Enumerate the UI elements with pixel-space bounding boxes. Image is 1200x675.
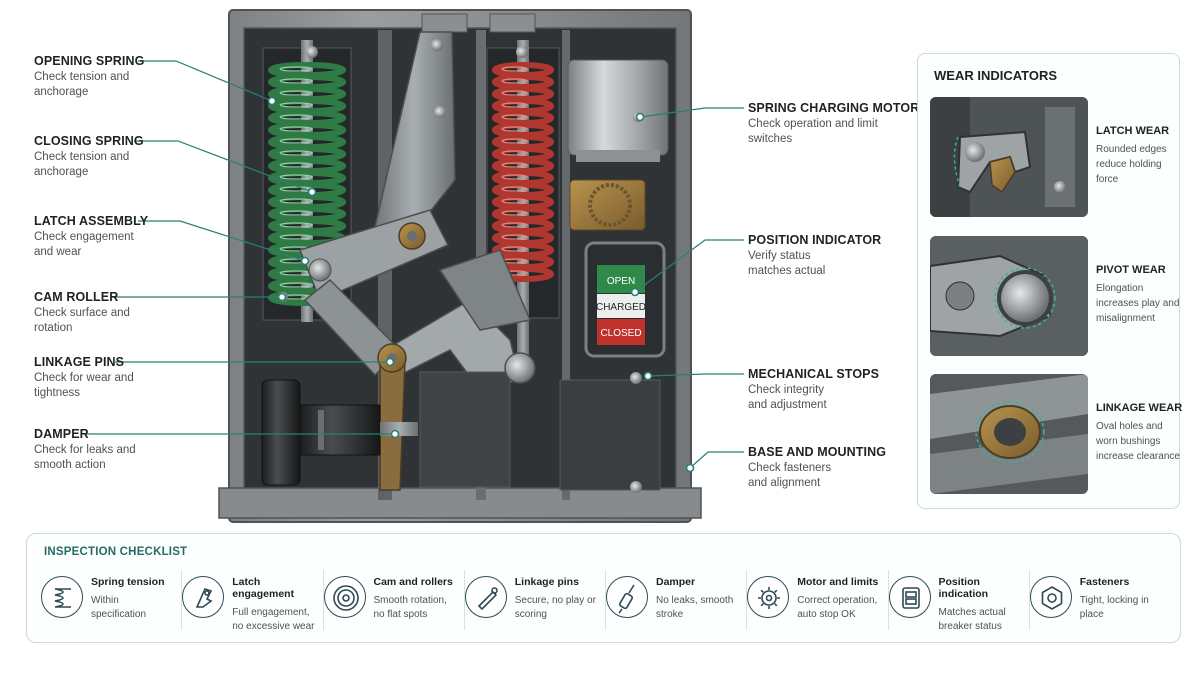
latch-icon [182,576,225,618]
checklist-item-linkage-pins: Linkage pins Secure, no play or scoring [464,570,606,630]
callout-damper: DAMPER Check for leaks and smooth action [34,427,209,473]
checklist-item-title: Fasteners [1079,576,1130,588]
callout-title: DAMPER [34,427,89,441]
checklist-item-detail: Secure, no play or scoring [514,595,596,620]
callout-opening-spring: OPENING SPRING Check tension and anchora… [34,54,209,100]
mechanism-illustration: OPEN CHARGED CLOSED [86,9,744,523]
callout-detail: Check operation and limit switches [748,118,878,145]
checklist-item-title: Linkage pins [514,576,579,588]
checklist-item-detail: Smooth rotation, no flat spots [373,595,447,620]
inspection-checklist: INSPECTION CHECKLIST Spring tension With… [26,533,1181,643]
callout-title: CAM ROLLER [34,290,119,304]
callout-mechanical-stops: MECHANICAL STOPS Check integrity and adj… [748,367,923,413]
linkage-assembly [299,31,661,491]
callout-detail: Check fasteners and alignment [748,462,832,489]
damper-icon [606,576,648,618]
linkage-wear-photo [930,374,1088,494]
leader-lines [86,60,744,469]
checklist-item-detail: Correct operation, auto stop OK [797,595,878,620]
checklist-item-detail: Within specification [91,595,147,620]
wear-item-latch: LATCH WEAR Rounded edges reduce holding … [930,97,1175,217]
callout-closing-spring: CLOSING SPRING Check tension and anchora… [34,134,209,180]
checklist-item-detail: Tight, locking in place [1079,595,1149,620]
callout-title: LINKAGE PINS [34,355,125,369]
checklist-item-spring-tension: Spring tension Within specification [41,570,183,630]
callout-detail: Verify status matches actual [748,250,826,277]
checklist-item-detail: Matches actual breaker status [938,607,1006,632]
checklist-item-title: Motor and limits [797,576,879,588]
callout-detail: Check surface and rotation [34,307,130,334]
checklist-item-latch-engagement: Latch engagement Full engagement, no exc… [182,570,324,632]
callout-title: OPENING SPRING [34,54,145,68]
callout-title: MECHANICAL STOPS [748,367,880,381]
indicator-open-label: OPEN [607,276,635,287]
indicator-charged-label: CHARGED [596,302,646,313]
callout-detail: Check for leaks and smooth action [34,444,136,471]
wear-item-detail: Elongation increases play and misalignme… [1096,283,1180,324]
checklist-title: INSPECTION CHECKLIST [44,546,188,558]
callout-title: SPRING CHARGING MOTOR [748,101,920,115]
pin-icon [464,576,507,618]
indicator-icon [888,576,931,618]
wear-item-detail: Oval holes and worn bushings increase cl… [1096,421,1180,462]
callout-detail: Check integrity and adjustment [748,384,827,411]
leader-dots [267,96,695,473]
wear-item-title: LATCH WEAR [1096,125,1170,137]
roller-icon [323,576,366,618]
callout-detail: Check tension and anchorage [34,151,130,178]
checklist-item-detail: Full engagement, no excessive wear [232,607,315,632]
callout-detail: Check for wear and tightness [34,372,134,399]
wear-indicators-panel: WEAR INDICATORS LATCH WEAR Rounded edges… [917,53,1182,509]
callout-cam-roller: CAM ROLLER Check surface and rotation [34,290,209,336]
callout-detail: Check engagement and wear [34,231,134,258]
callout-spring-charging-motor: SPRING CHARGING MOTOR Check operation an… [748,101,923,147]
callout-title: LATCH ASSEMBLY [34,214,149,228]
callout-base-and-mounting: BASE AND MOUNTING Check fasteners and al… [748,445,923,491]
callout-linkage-pins: LINKAGE PINS Check for wear and tightnes… [34,355,209,401]
callout-position-indicator: POSITION INDICATOR Verify status matches… [748,233,923,279]
pivot-wear-photo [930,236,1088,356]
callout-title: CLOSING SPRING [34,134,144,148]
spring-charging-motor [567,59,669,231]
callout-title: POSITION INDICATOR [748,233,882,247]
callout-title: BASE AND MOUNTING [748,445,887,459]
checklist-item-detail: No leaks, smooth stroke [656,595,734,620]
checklist-item-damper: Damper No leaks, smooth stroke [606,570,748,630]
wear-item-pivot: PIVOT WEAR Elongation increases play and… [930,236,1179,356]
wear-panel-title: WEAR INDICATORS [934,68,1058,83]
latch-wear-photo [930,97,1088,217]
checklist-item-title: Spring tension [91,576,165,588]
damper [261,379,418,486]
spring-icon [41,576,83,618]
indicator-closed-label: CLOSED [600,328,641,339]
wear-item-detail: Rounded edges reduce holding force [1096,144,1167,185]
motor-gear-icon [747,576,790,618]
wear-item-title: LINKAGE WEAR [1096,402,1183,414]
checklist-item-title: Cam and rollers [373,576,453,588]
wear-item-linkage: LINKAGE WEAR Oval holes and worn bushing… [930,374,1182,494]
checklist-item-position-indication: Position indication Matches actual break… [888,570,1030,632]
hex-nut-icon [1029,576,1072,618]
position-indicator-window [584,241,666,358]
checklist-item-motor-limits: Motor and limits Correct operation, auto… [747,570,889,630]
checklist-item-title: Position indication [938,576,989,600]
checklist-item-cam-rollers: Cam and rollers Smooth rotation, no flat… [323,570,465,630]
checklist-item-title: Damper [656,576,696,588]
wear-item-title: PIVOT WEAR [1096,264,1166,276]
callout-latch-assembly: LATCH ASSEMBLY Check engagement and wear [34,214,209,260]
checklist-item-title: Latch engagement [232,576,295,600]
checklist-item-fasteners: Fasteners Tight, locking in place [1029,570,1170,630]
callout-detail: Check tension and anchorage [34,71,130,98]
